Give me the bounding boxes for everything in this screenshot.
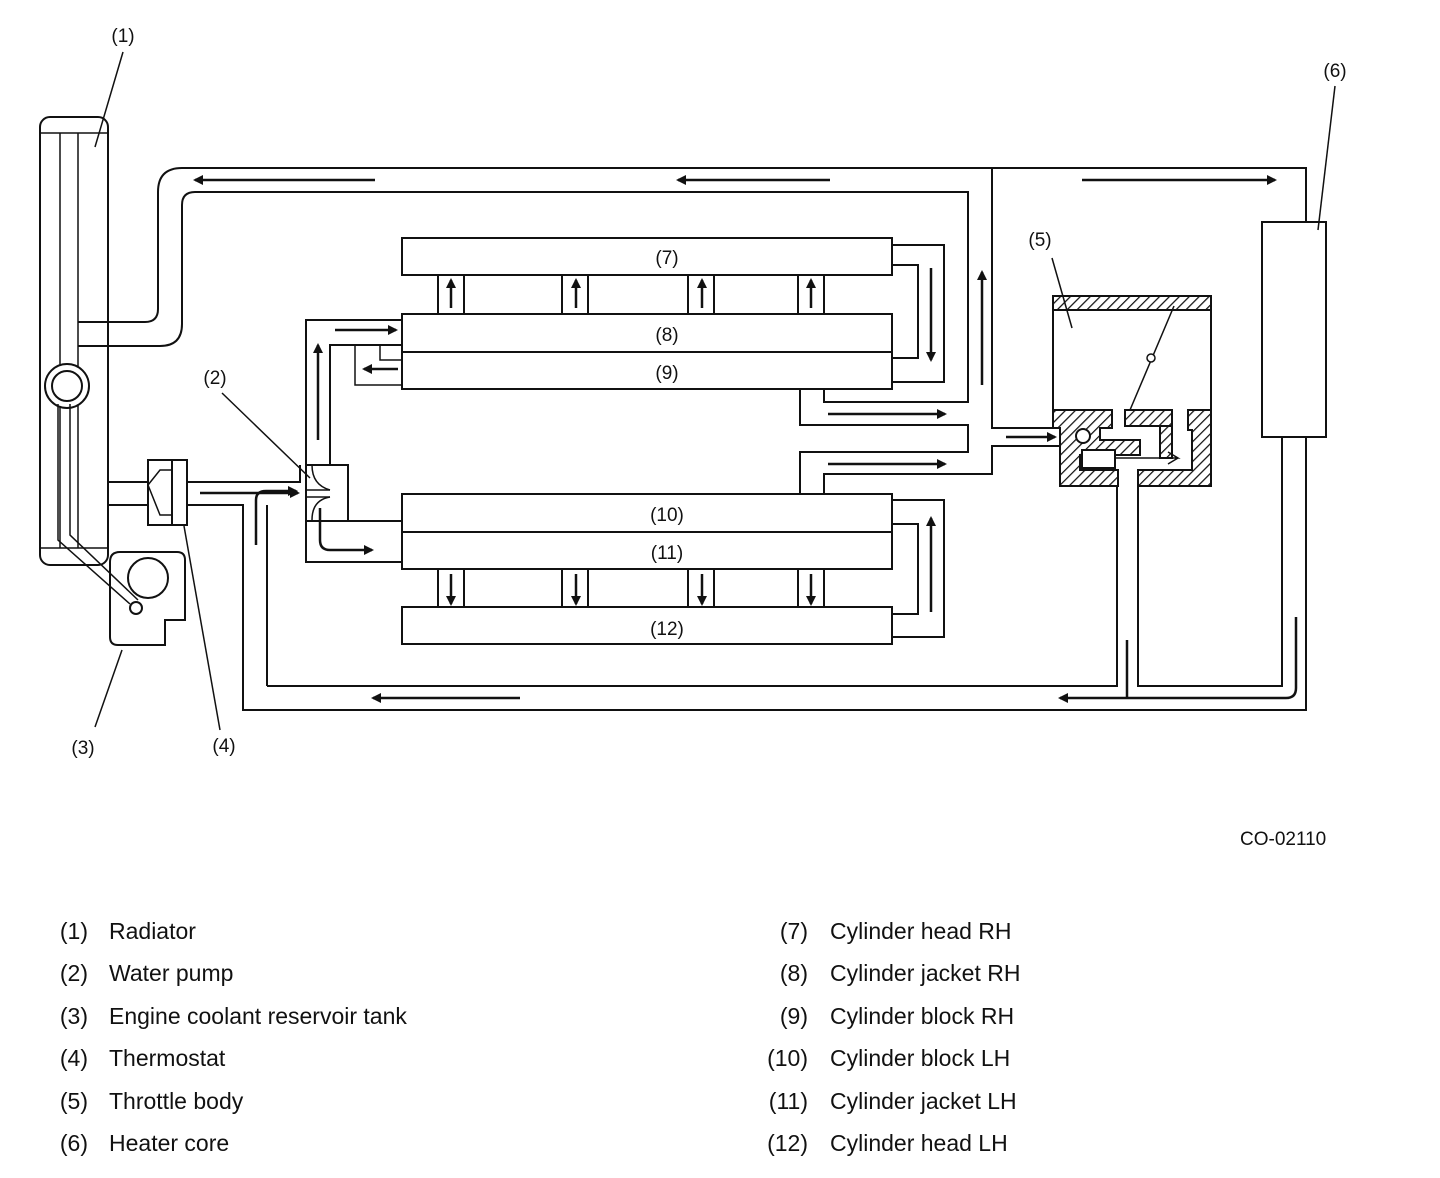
legend-number: (9) [779,1002,808,1029]
callout-cylinder-head-lh: (12) [650,619,684,640]
coolant-flow-diagram: (1) (2) (3) (4) (5) (6) (7) (8) (9) (10)… [39,26,1347,850]
engine-lh [401,493,945,645]
legend-item-cylinder-jacket-rh: (8) Cylinder jacket RH [760,952,1021,994]
callout-water-pump: (2) [203,368,226,389]
engine-rh [401,237,945,390]
legend-left: (1) Radiator (2) Water pump (3) Engine c… [56,910,407,1164]
legend-item-thermostat: (4) Thermostat [56,1037,407,1079]
callout-cylinder-block-rh: (9) [655,363,678,384]
reservoir-tank [57,404,186,646]
callout-cylinder-head-rh: (7) [655,248,678,269]
legend-item-cylinder-jacket-lh: (11) Cylinder jacket LH [760,1080,1020,1122]
legend-label: Cylinder block RH [830,1002,1015,1029]
legend-number: (1) [59,918,88,944]
legend-number: (4) [59,1045,88,1072]
upper-hose [78,167,1307,711]
water-pump [305,464,349,522]
legend-number: (5) [59,1087,88,1114]
legend-number: (12) [767,1130,808,1157]
legend-number: (8) [779,960,808,987]
legend-label: Water pump [109,960,234,987]
callout-heater-core: (6) [1323,61,1346,82]
callout-reservoir-tank: (3) [71,738,94,759]
legend-item-heater-core: (6) Heater core [56,1122,407,1164]
legend-item-throttle-body: (5) Throttle body [56,1080,407,1122]
legend-number: (11) [768,1087,808,1114]
callout-thermostat: (4) [212,736,235,757]
legend-label: Engine coolant reservoir tank [109,1002,407,1029]
legend-label: Thermostat [109,1045,226,1072]
heater-core [1261,221,1327,438]
legend-number: (2) [59,960,88,987]
legend-item-cylinder-head-lh: (12) Cylinder head LH [760,1122,1020,1164]
throttle-body [1052,295,1212,487]
radiator [39,116,109,566]
legend-item-cylinder-block-rh: (9) Cylinder block RH [760,995,1020,1037]
legend-label: Cylinder head LH [830,1130,1008,1157]
legend-label: Cylinder head RH [830,918,1012,944]
figure-code: CO-02110 [1240,829,1326,850]
callout-throttle-body: (5) [1028,230,1051,251]
legend-number: (10) [767,1045,808,1072]
legend-item-radiator: (1) Radiator [56,910,407,952]
legend-item-cylinder-head-rh: (7) Cylinder head RH [760,910,1020,952]
thermostat [147,459,188,526]
legend-number: (7) [779,918,808,944]
flow-arrows [193,175,1298,703]
legend-label: Cylinder jacket LH [830,1087,1017,1114]
legend-right: (7) Cylinder head RH (8) Cylinder jacket… [760,910,1020,1164]
pump-feed-lines [305,319,1060,563]
legend-number: (6) [59,1130,88,1157]
legend-label: Cylinder jacket RH [830,960,1021,987]
legend-label: Heater core [109,1130,230,1157]
legend-label: Radiator [109,918,196,944]
legend-label: Cylinder block LH [830,1045,1011,1072]
legend-item-cylinder-block-lh: (10) Cylinder block LH [760,1037,1020,1079]
callout-cylinder-block-lh: (10) [650,505,684,526]
leader-lines [94,51,1336,731]
legend-label: Throttle body [109,1087,244,1114]
legend-item-reservoir-tank: (3) Engine coolant reservoir tank [56,995,407,1037]
legend-number: (3) [59,1002,88,1029]
callout-cylinder-jacket-lh: (11) [651,543,683,564]
lower-return-lines [108,437,1283,687]
callout-radiator: (1) [111,26,134,47]
legend-item-water-pump: (2) Water pump [56,952,407,994]
callout-cylinder-jacket-rh: (8) [655,325,678,346]
